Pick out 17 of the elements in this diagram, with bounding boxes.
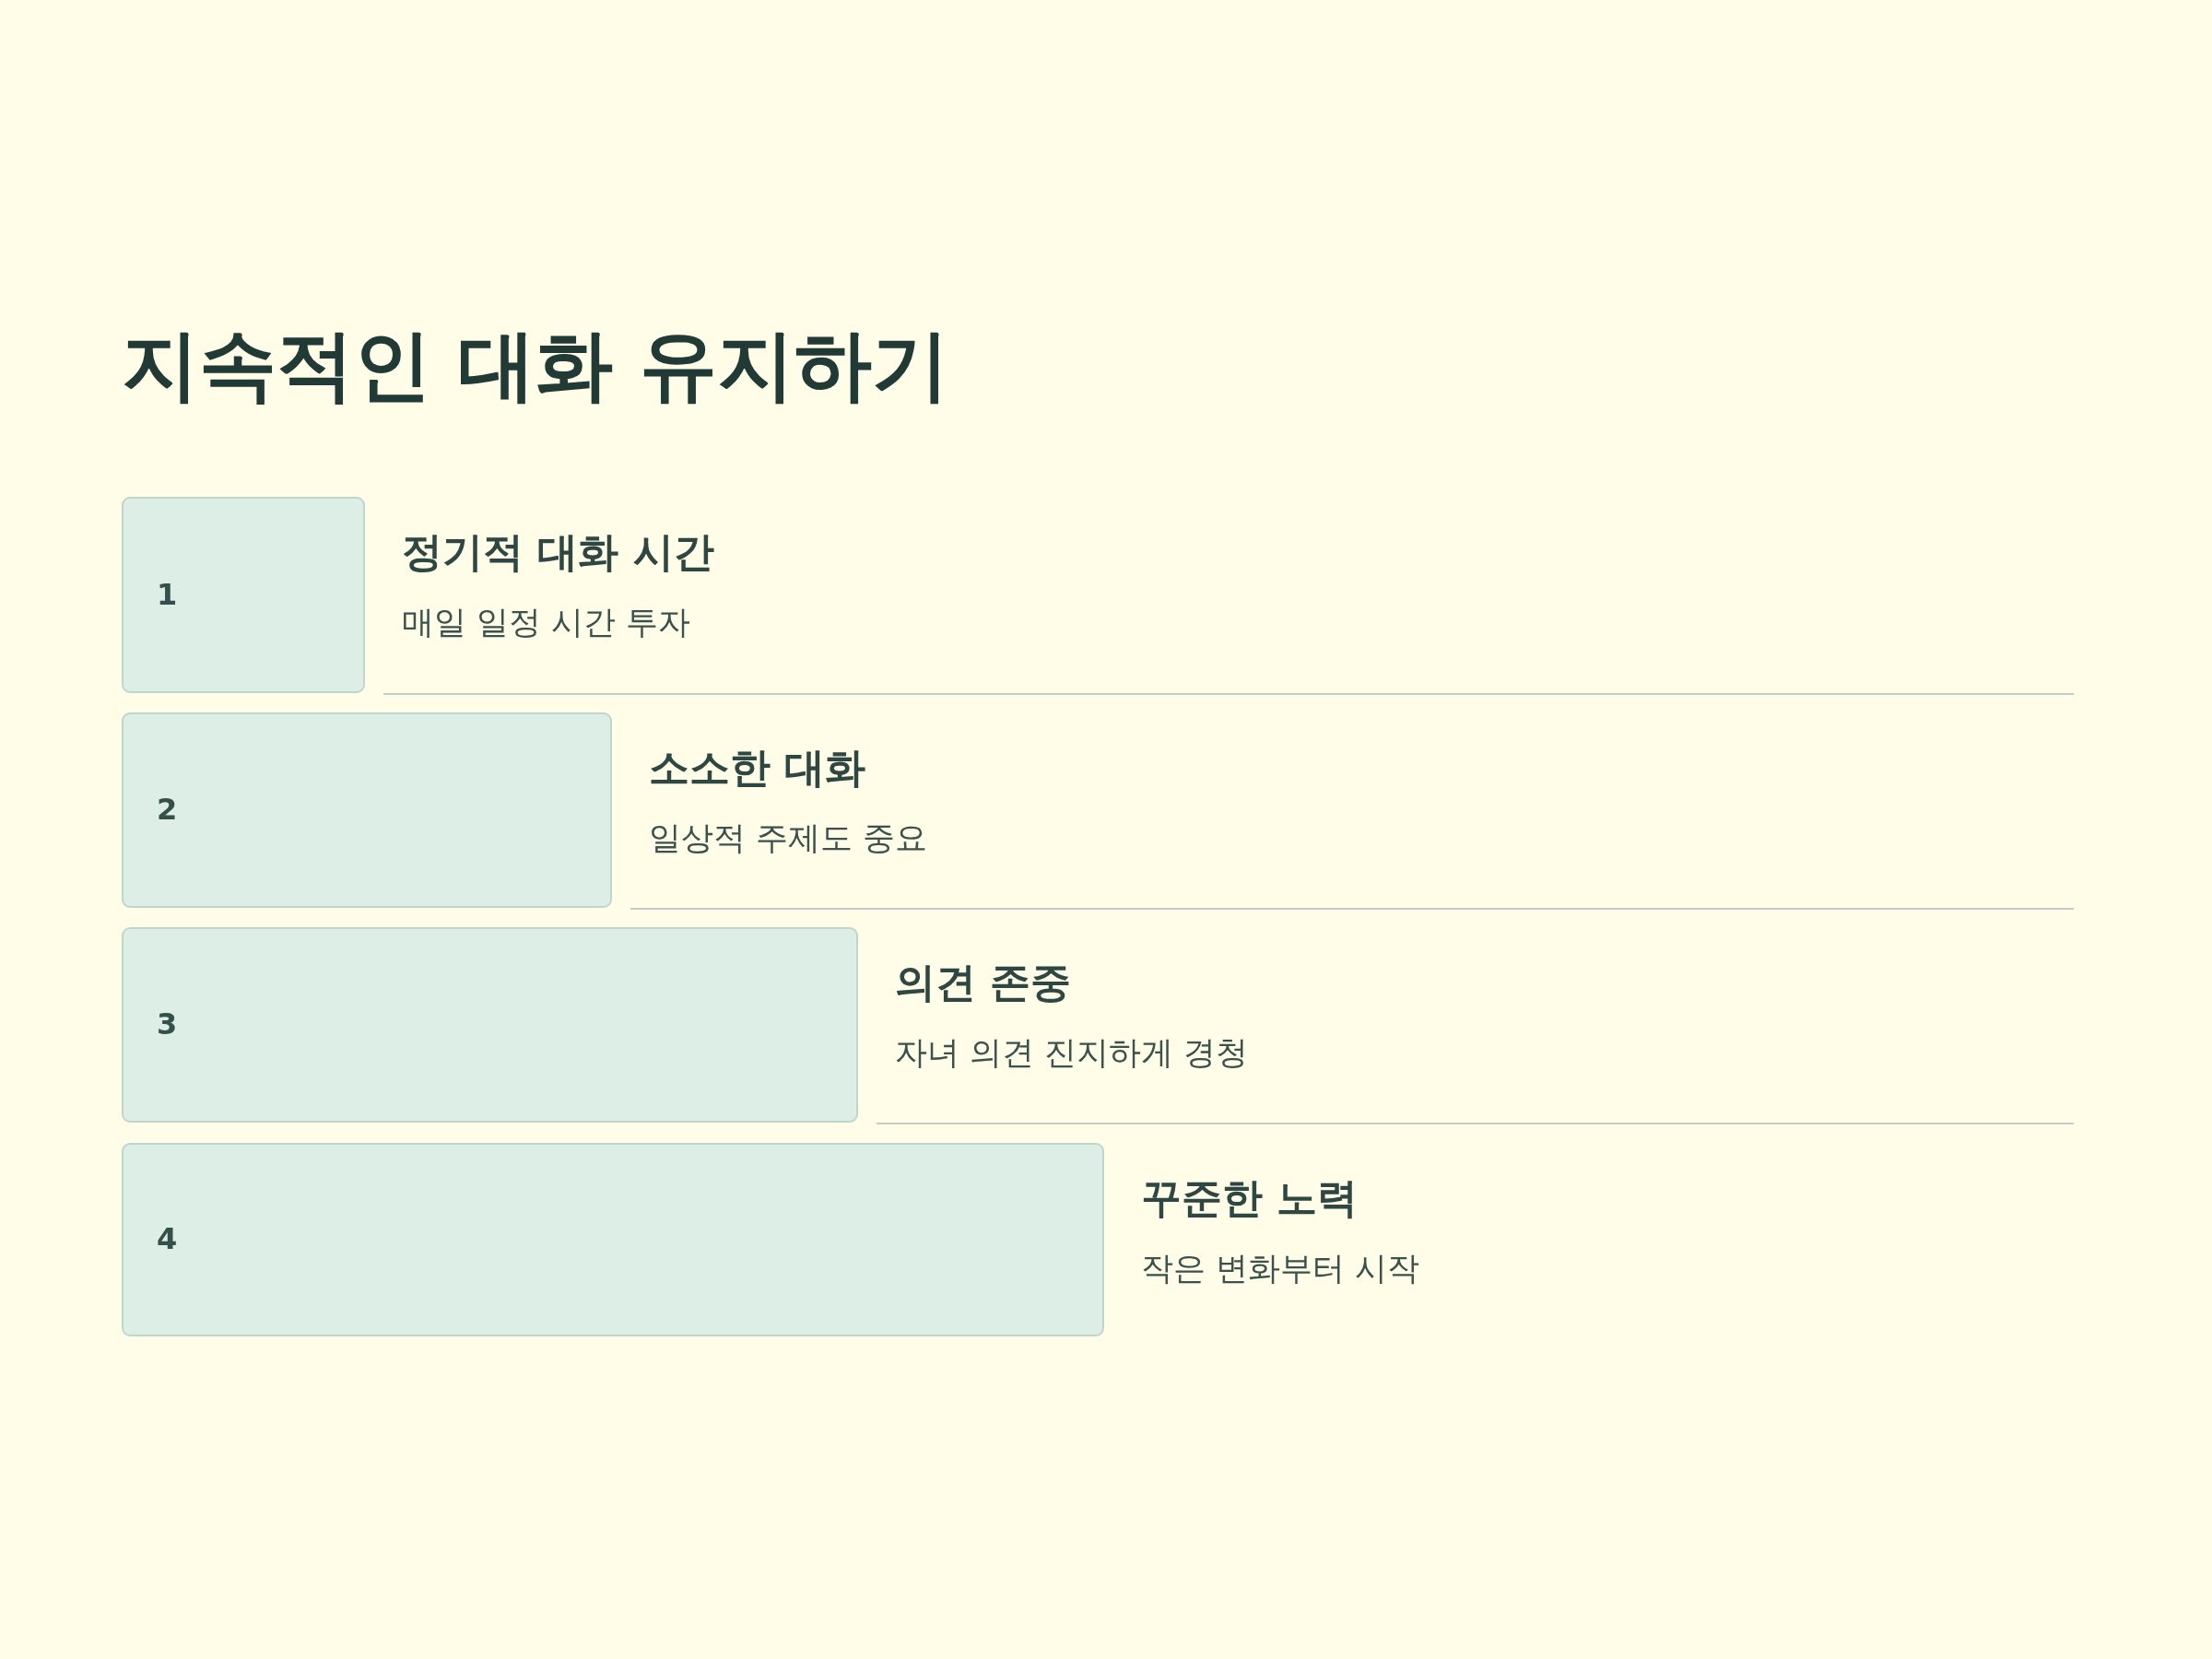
- title: 지속적인 대화 유지하기: [122, 321, 950, 410]
- step-number: 3: [157, 1008, 179, 1041]
- step-number: 2: [157, 794, 179, 827]
- step-number: 1: [157, 578, 179, 612]
- step-description: 매일 일정 시간 투자: [402, 603, 691, 641]
- step-heading: 소소한 대화: [649, 744, 866, 793]
- step-heading: 의견 존중: [895, 959, 1072, 1007]
- step-number: 4: [157, 1223, 179, 1256]
- step-box: [122, 927, 858, 1123]
- step-box: [122, 1143, 1104, 1336]
- step-description: 작은 변화부터 시작: [1141, 1249, 1420, 1288]
- step-box: [122, 712, 612, 908]
- step-heading: 정기적 대화 시간: [402, 528, 714, 577]
- step-box: [122, 497, 365, 693]
- step-description: 자녀 의견 진지하게 경청: [895, 1033, 1249, 1072]
- step-description: 일상적 주제도 중요: [649, 818, 928, 857]
- step-heading: 꾸준한 노력: [1141, 1174, 1359, 1223]
